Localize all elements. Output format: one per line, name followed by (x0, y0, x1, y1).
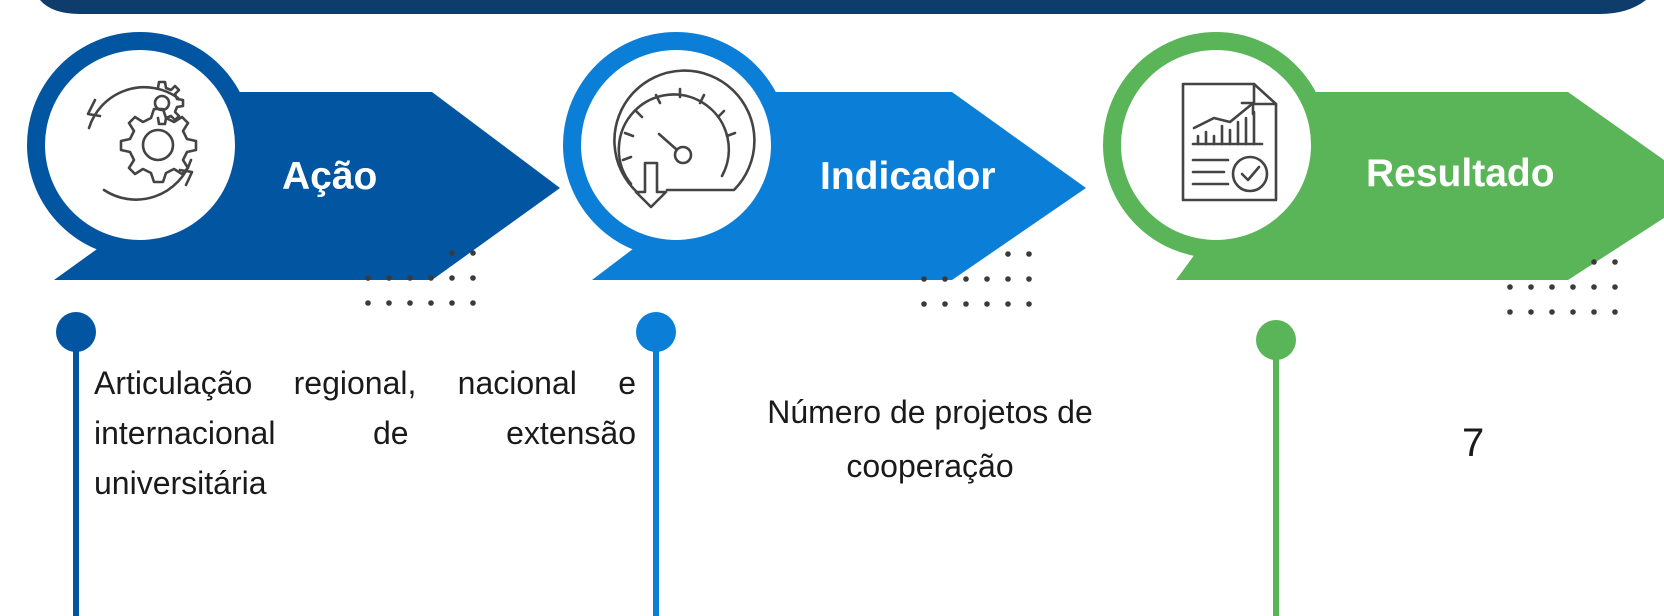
step-label-indicador: Indicador (820, 155, 996, 198)
step-label-acao: Ação (282, 155, 378, 198)
dot-pattern-2 (921, 251, 1032, 307)
step-text-acao: Articulação regional, nacional e interna… (94, 365, 636, 501)
pin-acao (56, 312, 96, 616)
circle-inner-indicador (581, 50, 771, 240)
dot-pattern-3 (1507, 259, 1618, 315)
pin-indicador (636, 312, 676, 616)
step-label-resultado: Resultado (1366, 152, 1555, 195)
circle-inner-acao (45, 50, 235, 240)
step-resultado (1103, 32, 1664, 280)
report-document-icon (1181, 82, 1278, 202)
step-indicador (563, 32, 1086, 280)
pin-resultado (1256, 320, 1296, 616)
top-bar (40, 0, 1646, 14)
step-text-indicador: Número de projetos de cooperação (767, 394, 1093, 484)
step-text-resultado: 7 (1462, 421, 1485, 465)
gear-cycle-icon (86, 80, 198, 201)
speedometer-icon (613, 69, 756, 209)
step-acao (27, 32, 560, 280)
dot-pattern-1 (365, 250, 476, 306)
